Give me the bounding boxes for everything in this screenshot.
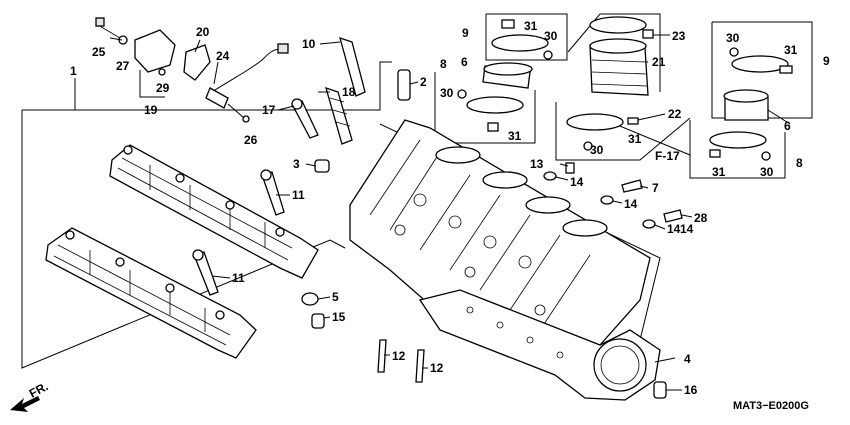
callout-25: 25: [92, 45, 106, 59]
callout-8-left: 8: [440, 57, 447, 71]
callout-30-d: 30: [726, 31, 740, 45]
callout-3: 3: [293, 157, 300, 171]
reference-f17: F-17: [655, 149, 680, 163]
callout-27: 27: [116, 59, 130, 73]
callout-labels-extra: 31 30 14: [680, 165, 774, 236]
small-parts: [95, 17, 683, 399]
callout-15: 15: [332, 310, 346, 324]
callout-11-lower: 11: [232, 271, 245, 285]
callout-23: 23: [672, 29, 686, 43]
callout-6-top: 6: [461, 55, 468, 69]
head-cover-upper: [109, 144, 319, 279]
intake-boots: [457, 16, 793, 161]
callout-labels: 1 2 3 4 5 6 6 7 8 8 9 9 10 11 11 12 12 1…: [70, 19, 830, 397]
callout-1: 1: [70, 64, 77, 78]
callout-7: 7: [652, 181, 659, 195]
callout-22: 22: [668, 107, 682, 121]
head-gasket: [418, 289, 661, 401]
callout-30-b: 30: [440, 86, 454, 100]
diagram-code: MAT3−E0200G: [733, 400, 809, 412]
callout-9-top: 9: [462, 26, 469, 40]
callout-31-d: 31: [784, 43, 798, 57]
callout-16: 16: [684, 383, 698, 397]
callout-13: 13: [530, 157, 544, 171]
leader-lines: [109, 34, 791, 391]
callout-21: 21: [652, 55, 666, 69]
callout-31-b: 31: [508, 129, 522, 143]
callout-2: 2: [420, 75, 427, 89]
callout-20: 20: [196, 25, 210, 39]
callout-14-b: 14: [624, 197, 638, 211]
callout-14-e: 14: [680, 222, 694, 236]
callout-8-right: 8: [796, 156, 803, 170]
front-arrow-icon: [10, 396, 40, 412]
callout-18: 18: [342, 85, 356, 99]
callout-11-upper: 11: [292, 188, 305, 202]
callout-31-a: 31: [524, 19, 538, 33]
front-direction-indicator: FR.: [10, 379, 50, 412]
callout-19: 19: [144, 103, 158, 117]
callout-12-right: 12: [430, 361, 444, 375]
callout-10: 10: [302, 37, 316, 51]
callout-5: 5: [332, 290, 339, 304]
callout-24: 24: [216, 49, 230, 63]
callout-28: 28: [694, 211, 708, 225]
callout-30-c: 30: [590, 143, 604, 157]
callout-9-right: 9: [823, 54, 830, 68]
callout-4: 4: [684, 352, 691, 366]
callout-29: 29: [156, 81, 170, 95]
callout-14-c: 14: [667, 222, 681, 236]
callout-12-left: 12: [392, 349, 406, 363]
callout-14-a: 14: [570, 175, 584, 189]
callout-6-right: 6: [784, 119, 791, 133]
callout-26: 26: [244, 133, 258, 147]
callout-30-e: 30: [760, 165, 774, 179]
callout-30-a: 30: [544, 29, 558, 43]
callout-17: 17: [262, 103, 276, 117]
callout-31-e: 31: [712, 165, 726, 179]
front-direction-label: FR.: [27, 379, 51, 400]
callout-31-c: 31: [628, 132, 642, 146]
head-cover-lower: [45, 227, 257, 359]
